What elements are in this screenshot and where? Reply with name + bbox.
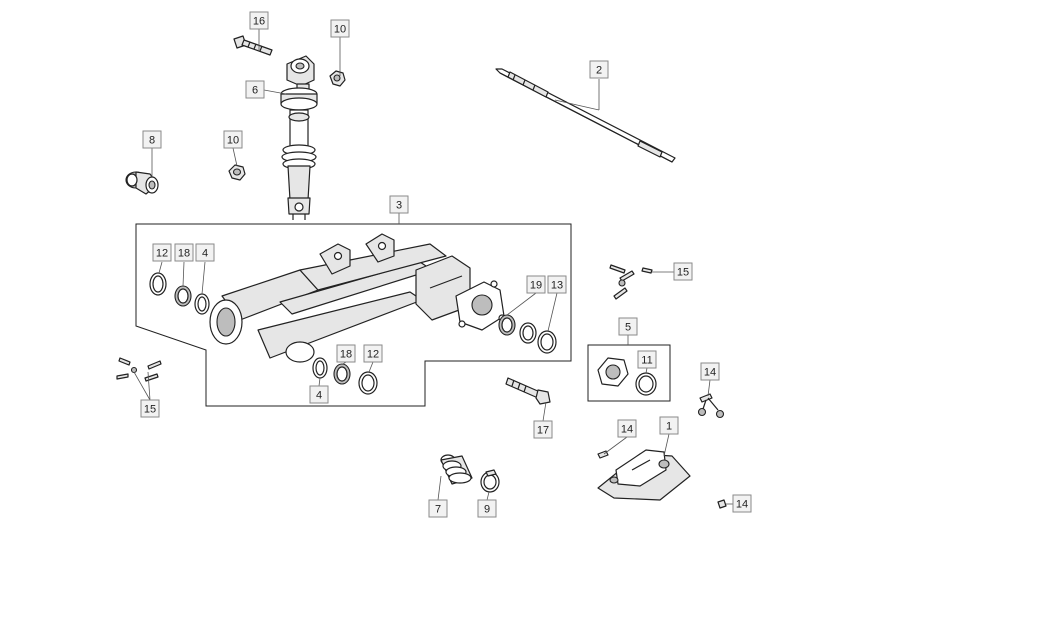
- callout-15: 15: [140, 399, 160, 418]
- callout-18: 18: [336, 344, 356, 363]
- leader-lines: [133, 29, 733, 505]
- bracket-plate-1: [597, 449, 691, 501]
- callout-12: 12: [152, 243, 172, 262]
- callout-14: 14: [700, 362, 720, 381]
- callout-14: 14: [617, 419, 637, 438]
- callout-14: 14: [732, 494, 752, 513]
- callout-13: 13: [547, 275, 567, 294]
- callout-label: 11: [641, 355, 652, 367]
- boot-7: [440, 454, 473, 485]
- callout-label: 1: [666, 421, 672, 433]
- callout-label: 4: [202, 248, 208, 260]
- callout-label: 13: [551, 280, 563, 292]
- bolts-15-left: [116, 357, 162, 382]
- callout-12: 12: [363, 344, 383, 363]
- callout-label: 8: [149, 135, 155, 147]
- callout-3: 3: [389, 195, 409, 214]
- callout-label: 18: [340, 349, 352, 361]
- ring-4-bottom: [312, 357, 328, 379]
- ring-4-front: [194, 293, 210, 315]
- callout-label: 18: [178, 248, 190, 260]
- swing-arm-3: [209, 233, 506, 363]
- shock-absorber-6: [280, 55, 318, 220]
- screw-14-c: [717, 499, 727, 509]
- bolt-16: [233, 35, 273, 56]
- bolt-17: [505, 377, 551, 405]
- callout-label: 10: [227, 135, 239, 147]
- bearing-18-front: [174, 285, 192, 307]
- callout-label: 12: [367, 349, 379, 361]
- callout-label: 16: [253, 16, 265, 28]
- callout-9: 9: [477, 499, 497, 518]
- seal-12-bottom: [358, 371, 378, 395]
- shaft-2: [495, 68, 676, 163]
- bearing-19: [498, 314, 516, 336]
- callout-label: 15: [677, 267, 689, 279]
- callout-8: 8: [142, 130, 162, 149]
- nut-10-top: [329, 70, 346, 87]
- callout-4: 4: [309, 385, 329, 404]
- callout-10: 10: [330, 19, 350, 38]
- circlip-11: [635, 372, 657, 396]
- swingarm-group-frame: [135, 223, 572, 407]
- callout-label: 6: [252, 85, 258, 97]
- callout-4: 4: [195, 243, 215, 262]
- callout-17: 17: [533, 420, 553, 439]
- callout-19: 19: [526, 275, 546, 294]
- callout-label: 14: [621, 424, 633, 436]
- bearing-5: [597, 357, 629, 387]
- callout-label: 17: [537, 425, 549, 437]
- clamp-9: [480, 469, 500, 493]
- callout-15: 15: [673, 262, 693, 281]
- callout-18: 18: [174, 243, 194, 262]
- callout-label: 4: [316, 390, 322, 402]
- callout-label: 5: [625, 322, 631, 334]
- callout-label: 3: [396, 200, 402, 212]
- callout-11: 11: [637, 350, 657, 369]
- callout-10: 10: [223, 130, 243, 149]
- callout-16: 16: [249, 11, 269, 30]
- ring-13: [519, 322, 537, 344]
- callout-label: 7: [435, 504, 441, 516]
- callout-6: 6: [245, 80, 265, 99]
- bushing-8: [125, 171, 159, 195]
- callout-label: 12: [156, 248, 168, 260]
- callout-label: 2: [596, 65, 602, 77]
- callout-5: 5: [618, 317, 638, 336]
- seal-12-front: [149, 272, 167, 296]
- callout-label: 9: [484, 504, 490, 516]
- bearing-group-frame: [587, 344, 671, 402]
- callout-label: 14: [736, 499, 748, 511]
- callout-7: 7: [428, 499, 448, 518]
- bolts-15-right: [609, 264, 653, 300]
- callout-1: 1: [659, 416, 679, 435]
- nut-10-left: [228, 164, 246, 181]
- callout-2: 2: [589, 60, 609, 79]
- callout-label: 15: [144, 404, 156, 416]
- callout-label: 14: [704, 367, 716, 379]
- seal-13: [537, 330, 557, 354]
- bearing-18-bottom: [333, 363, 351, 385]
- screws-14-a: [697, 393, 725, 419]
- callout-label: 19: [530, 280, 542, 292]
- callout-label: 10: [334, 24, 346, 36]
